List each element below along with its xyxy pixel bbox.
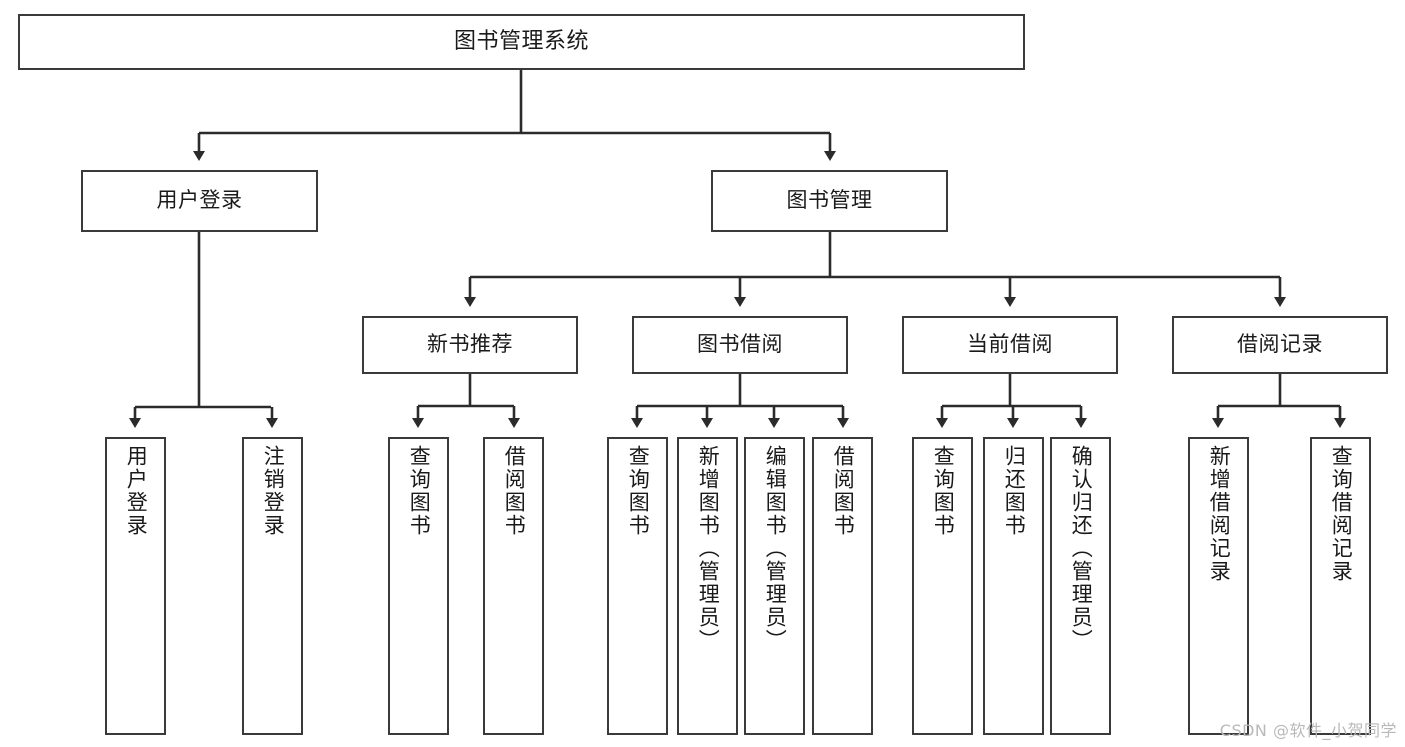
node-leaf-edit-book[interactable]: 编辑图书（管理员） [744, 437, 805, 735]
node-current-borrow[interactable]: 当前借阅 [902, 316, 1118, 374]
node-borrow-record[interactable]: 借阅记录 [1172, 316, 1388, 374]
node-leaf-query-record[interactable]: 查询借阅记录 [1310, 437, 1371, 735]
node-leaf-query-book-1[interactable]: 查询图书 [388, 437, 449, 735]
node-leaf-borrow-book-2[interactable]: 借阅图书 [812, 437, 873, 735]
node-leaf-return-book-label: 归还图书 [1002, 445, 1027, 537]
node-leaf-add-book-label: 新增图书（管理员） [696, 445, 721, 652]
node-new-book-recommend[interactable]: 新书推荐 [362, 316, 578, 374]
node-book-borrow[interactable]: 图书借阅 [632, 316, 848, 374]
node-leaf-query-book-2-label: 查询图书 [626, 445, 651, 537]
node-leaf-edit-book-label: 编辑图书（管理员） [763, 445, 788, 652]
node-user-login[interactable]: 用户登录 [81, 170, 318, 232]
node-book-manage[interactable]: 图书管理 [711, 170, 948, 232]
node-leaf-user-login-label: 用户登录 [124, 445, 149, 537]
node-new-book-recommend-label: 新书推荐 [427, 332, 513, 357]
node-root-label: 图书管理系统 [453, 28, 589, 54]
node-leaf-borrow-book-1[interactable]: 借阅图书 [483, 437, 544, 735]
node-leaf-query-book-1-label: 查询图书 [407, 445, 432, 537]
node-book-borrow-label: 图书借阅 [697, 332, 783, 357]
node-book-manage-label: 图书管理 [786, 188, 873, 213]
node-current-borrow-label: 当前借阅 [967, 332, 1053, 357]
node-leaf-user-logout[interactable]: 注销登录 [242, 437, 303, 735]
node-leaf-query-book-3[interactable]: 查询图书 [912, 437, 973, 735]
node-leaf-borrow-book-1-label: 借阅图书 [502, 445, 527, 537]
node-leaf-query-record-label: 查询借阅记录 [1329, 445, 1354, 583]
node-leaf-borrow-book-2-label: 借阅图书 [831, 445, 856, 537]
node-root[interactable]: 图书管理系统 [18, 14, 1025, 70]
watermark: CSDN @软件_小贺同学 [1219, 721, 1397, 740]
node-leaf-query-book-2[interactable]: 查询图书 [607, 437, 668, 735]
node-user-login-label: 用户登录 [156, 188, 243, 213]
node-leaf-add-record-label: 新增借阅记录 [1207, 445, 1232, 583]
node-borrow-record-label: 借阅记录 [1237, 332, 1323, 357]
node-leaf-query-book-3-label: 查询图书 [931, 445, 956, 537]
node-leaf-confirm-return[interactable]: 确认归还（管理员） [1050, 437, 1111, 735]
node-leaf-add-book[interactable]: 新增图书（管理员） [677, 437, 738, 735]
node-leaf-user-logout-label: 注销登录 [261, 445, 286, 537]
node-leaf-add-record[interactable]: 新增借阅记录 [1188, 437, 1249, 735]
node-leaf-return-book[interactable]: 归还图书 [983, 437, 1044, 735]
node-leaf-confirm-return-label: 确认归还（管理员） [1069, 445, 1094, 652]
node-leaf-user-login[interactable]: 用户登录 [105, 437, 166, 735]
